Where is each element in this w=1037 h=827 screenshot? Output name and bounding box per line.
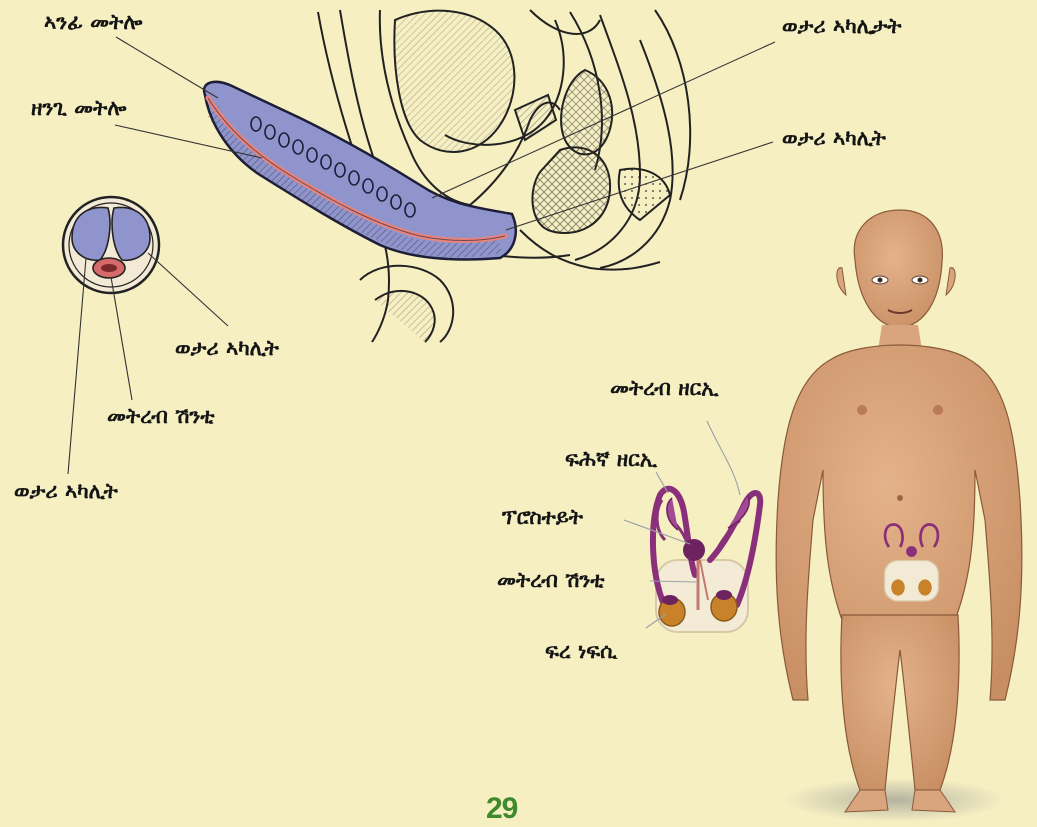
page-number: 29 (486, 792, 517, 826)
label-erectile-tissue-right: ወታሪ ኣካሊት (175, 338, 279, 359)
human-figure-illustration (776, 210, 1022, 822)
label-vas-deferens: መትረብ ዘርኢ (610, 378, 719, 399)
label-erectile-tissues: ወታሪ ኣካሊታት (782, 16, 901, 37)
label-prostate: ፕሮስተይት (502, 507, 583, 528)
label-testis: ፍረ ነፍሲ (545, 641, 617, 662)
label-urethra-cross: መትረብ ሽንቲ (107, 406, 215, 427)
label-erectile-tissue-top: ወታሪ ኣካሊት (782, 128, 886, 149)
label-glans-penis: ኣንፊ መትሎ (44, 12, 142, 33)
label-erectile-tissue-left: ወታሪ ኣካሊት (14, 481, 118, 502)
label-urethra: መትረብ ሽንቲ (497, 570, 605, 591)
label-seminal-vesicle: ፍሕኛ ዘርኢ (565, 449, 657, 470)
reproductive-system-diagram (653, 489, 760, 632)
label-shaft-penis: ዘንጊ መትሎ (31, 98, 126, 119)
